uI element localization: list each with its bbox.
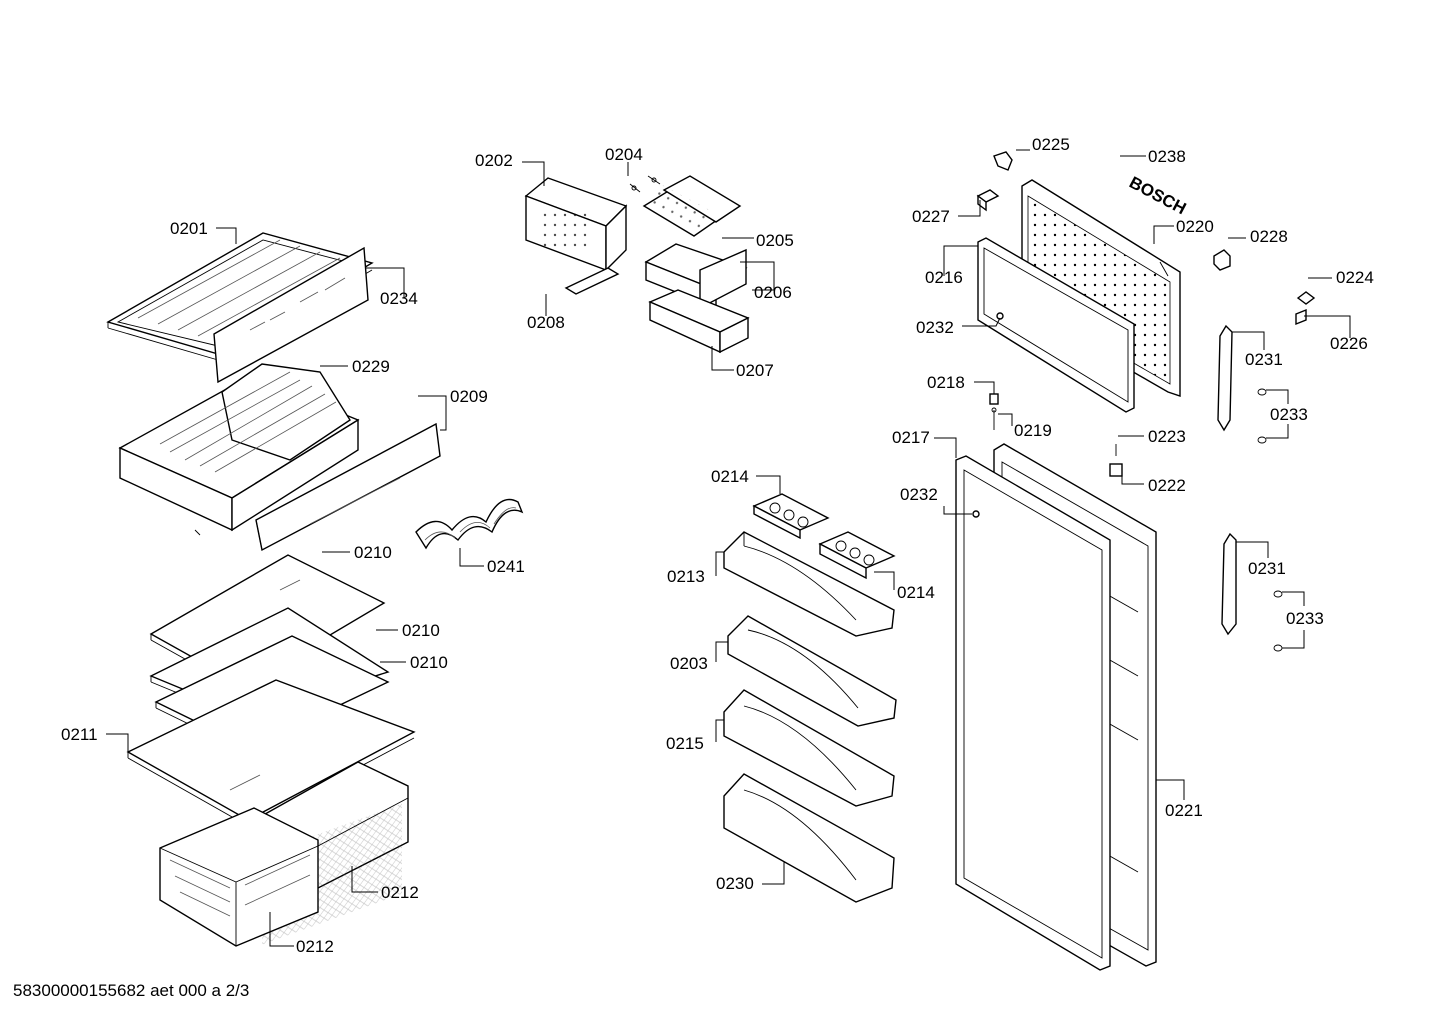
part-0218-screw bbox=[989, 393, 999, 405]
part-0208-strip bbox=[564, 267, 620, 295]
part-0228-clip bbox=[1213, 249, 1231, 271]
leader-lines bbox=[106, 149, 1351, 947]
part-0214-egg-holder-1 bbox=[752, 493, 830, 540]
label-0234: 0234 bbox=[380, 289, 418, 308]
label-0213: 0213 bbox=[667, 567, 705, 586]
part-0241-tray bbox=[415, 498, 524, 550]
label-0210b: 0210 bbox=[402, 621, 440, 640]
label-0208: 0208 bbox=[527, 313, 565, 332]
label-0207: 0207 bbox=[736, 361, 774, 380]
part-0204-pins bbox=[629, 175, 661, 193]
label-0210a: 0210 bbox=[354, 543, 392, 562]
part-0215-door-shelf bbox=[723, 689, 895, 807]
label-0211: 0211 bbox=[61, 725, 98, 744]
part-0212-crisper-bin-front bbox=[159, 807, 319, 947]
label-0233a: 0233 bbox=[1270, 405, 1308, 424]
label-0201: 0201 bbox=[170, 219, 208, 238]
label-0232a: 0232 bbox=[916, 318, 954, 337]
part-0231-handle-top bbox=[1217, 324, 1233, 432]
part-0217-fridge-gasket bbox=[955, 455, 1111, 971]
part-0225-hinge bbox=[993, 151, 1013, 171]
label-0215: 0215 bbox=[666, 734, 704, 753]
part-0233-screws-top bbox=[1257, 388, 1267, 444]
label-0212a: 0212 bbox=[381, 883, 419, 902]
label-0209: 0209 bbox=[450, 387, 488, 406]
part-0226-cap bbox=[1295, 308, 1307, 326]
label-0205: 0205 bbox=[756, 231, 794, 250]
part-0230-bottle-shelf bbox=[723, 773, 895, 903]
brand-logo: BOSCH bbox=[1126, 173, 1189, 219]
part-0206-ice-bin bbox=[644, 243, 748, 310]
part-0209-cover bbox=[255, 422, 441, 552]
label-0212b: 0212 bbox=[296, 937, 334, 956]
part-0232-plug-lower bbox=[972, 510, 980, 518]
label-0241: 0241 bbox=[487, 557, 525, 576]
part-0203-door-shelf bbox=[727, 615, 897, 727]
part-0238-logo: BOSCH bbox=[1126, 173, 1189, 219]
part-0213-door-shelf bbox=[723, 531, 895, 637]
part-labels: 0201 0234 0229 0209 0210 0241 0210 0210 … bbox=[61, 135, 1374, 956]
label-0203: 0203 bbox=[670, 654, 708, 673]
label-0222: 0222 bbox=[1148, 476, 1186, 495]
label-0219: 0219 bbox=[1014, 421, 1052, 440]
label-0220: 0220 bbox=[1176, 217, 1214, 236]
label-0210c: 0210 bbox=[410, 653, 448, 672]
part-0205-ice-trays bbox=[642, 175, 742, 237]
part-0234-panel bbox=[213, 246, 369, 384]
label-0232b: 0232 bbox=[900, 485, 938, 504]
label-0238: 0238 bbox=[1148, 147, 1186, 166]
label-0214b: 0214 bbox=[897, 583, 935, 602]
label-0223: 0223 bbox=[1148, 427, 1186, 446]
label-0216: 0216 bbox=[925, 268, 963, 287]
label-0233b: 0233 bbox=[1286, 609, 1324, 628]
part-0216-gasket bbox=[977, 237, 1135, 413]
label-0218: 0218 bbox=[927, 373, 965, 392]
label-0217: 0217 bbox=[892, 428, 930, 447]
part-0219-pin bbox=[991, 407, 997, 430]
part-0214-egg-holder-2 bbox=[818, 531, 896, 580]
label-0206: 0206 bbox=[754, 283, 792, 302]
label-0202: 0202 bbox=[475, 151, 513, 170]
part-0222-bracket bbox=[1109, 463, 1123, 477]
label-0226: 0226 bbox=[1330, 334, 1368, 353]
label-0221: 0221 bbox=[1165, 801, 1203, 820]
label-0204: 0204 bbox=[605, 145, 643, 164]
label-0230: 0230 bbox=[716, 874, 754, 893]
label-0231b: 0231 bbox=[1248, 559, 1286, 578]
document-footer: 58300000155682 aet 000 a 2/3 bbox=[13, 981, 250, 1000]
part-0207-ice-drawer bbox=[648, 289, 750, 354]
label-0231a: 0231 bbox=[1245, 350, 1283, 369]
label-0229: 0229 bbox=[352, 357, 390, 376]
part-0224-cap bbox=[1296, 291, 1316, 305]
label-0227: 0227 bbox=[912, 207, 950, 226]
part-0227-cap bbox=[976, 189, 1000, 212]
part-0231-handle-bottom bbox=[1221, 532, 1237, 636]
part-0202-ice-frame bbox=[524, 177, 628, 272]
label-0228: 0228 bbox=[1250, 227, 1288, 246]
label-0225: 0225 bbox=[1032, 135, 1070, 154]
label-0224: 0224 bbox=[1336, 268, 1374, 287]
part-0233-screws-bottom bbox=[1273, 590, 1283, 652]
label-0214a: 0214 bbox=[711, 467, 749, 486]
part-0229-drawer bbox=[118, 363, 360, 536]
